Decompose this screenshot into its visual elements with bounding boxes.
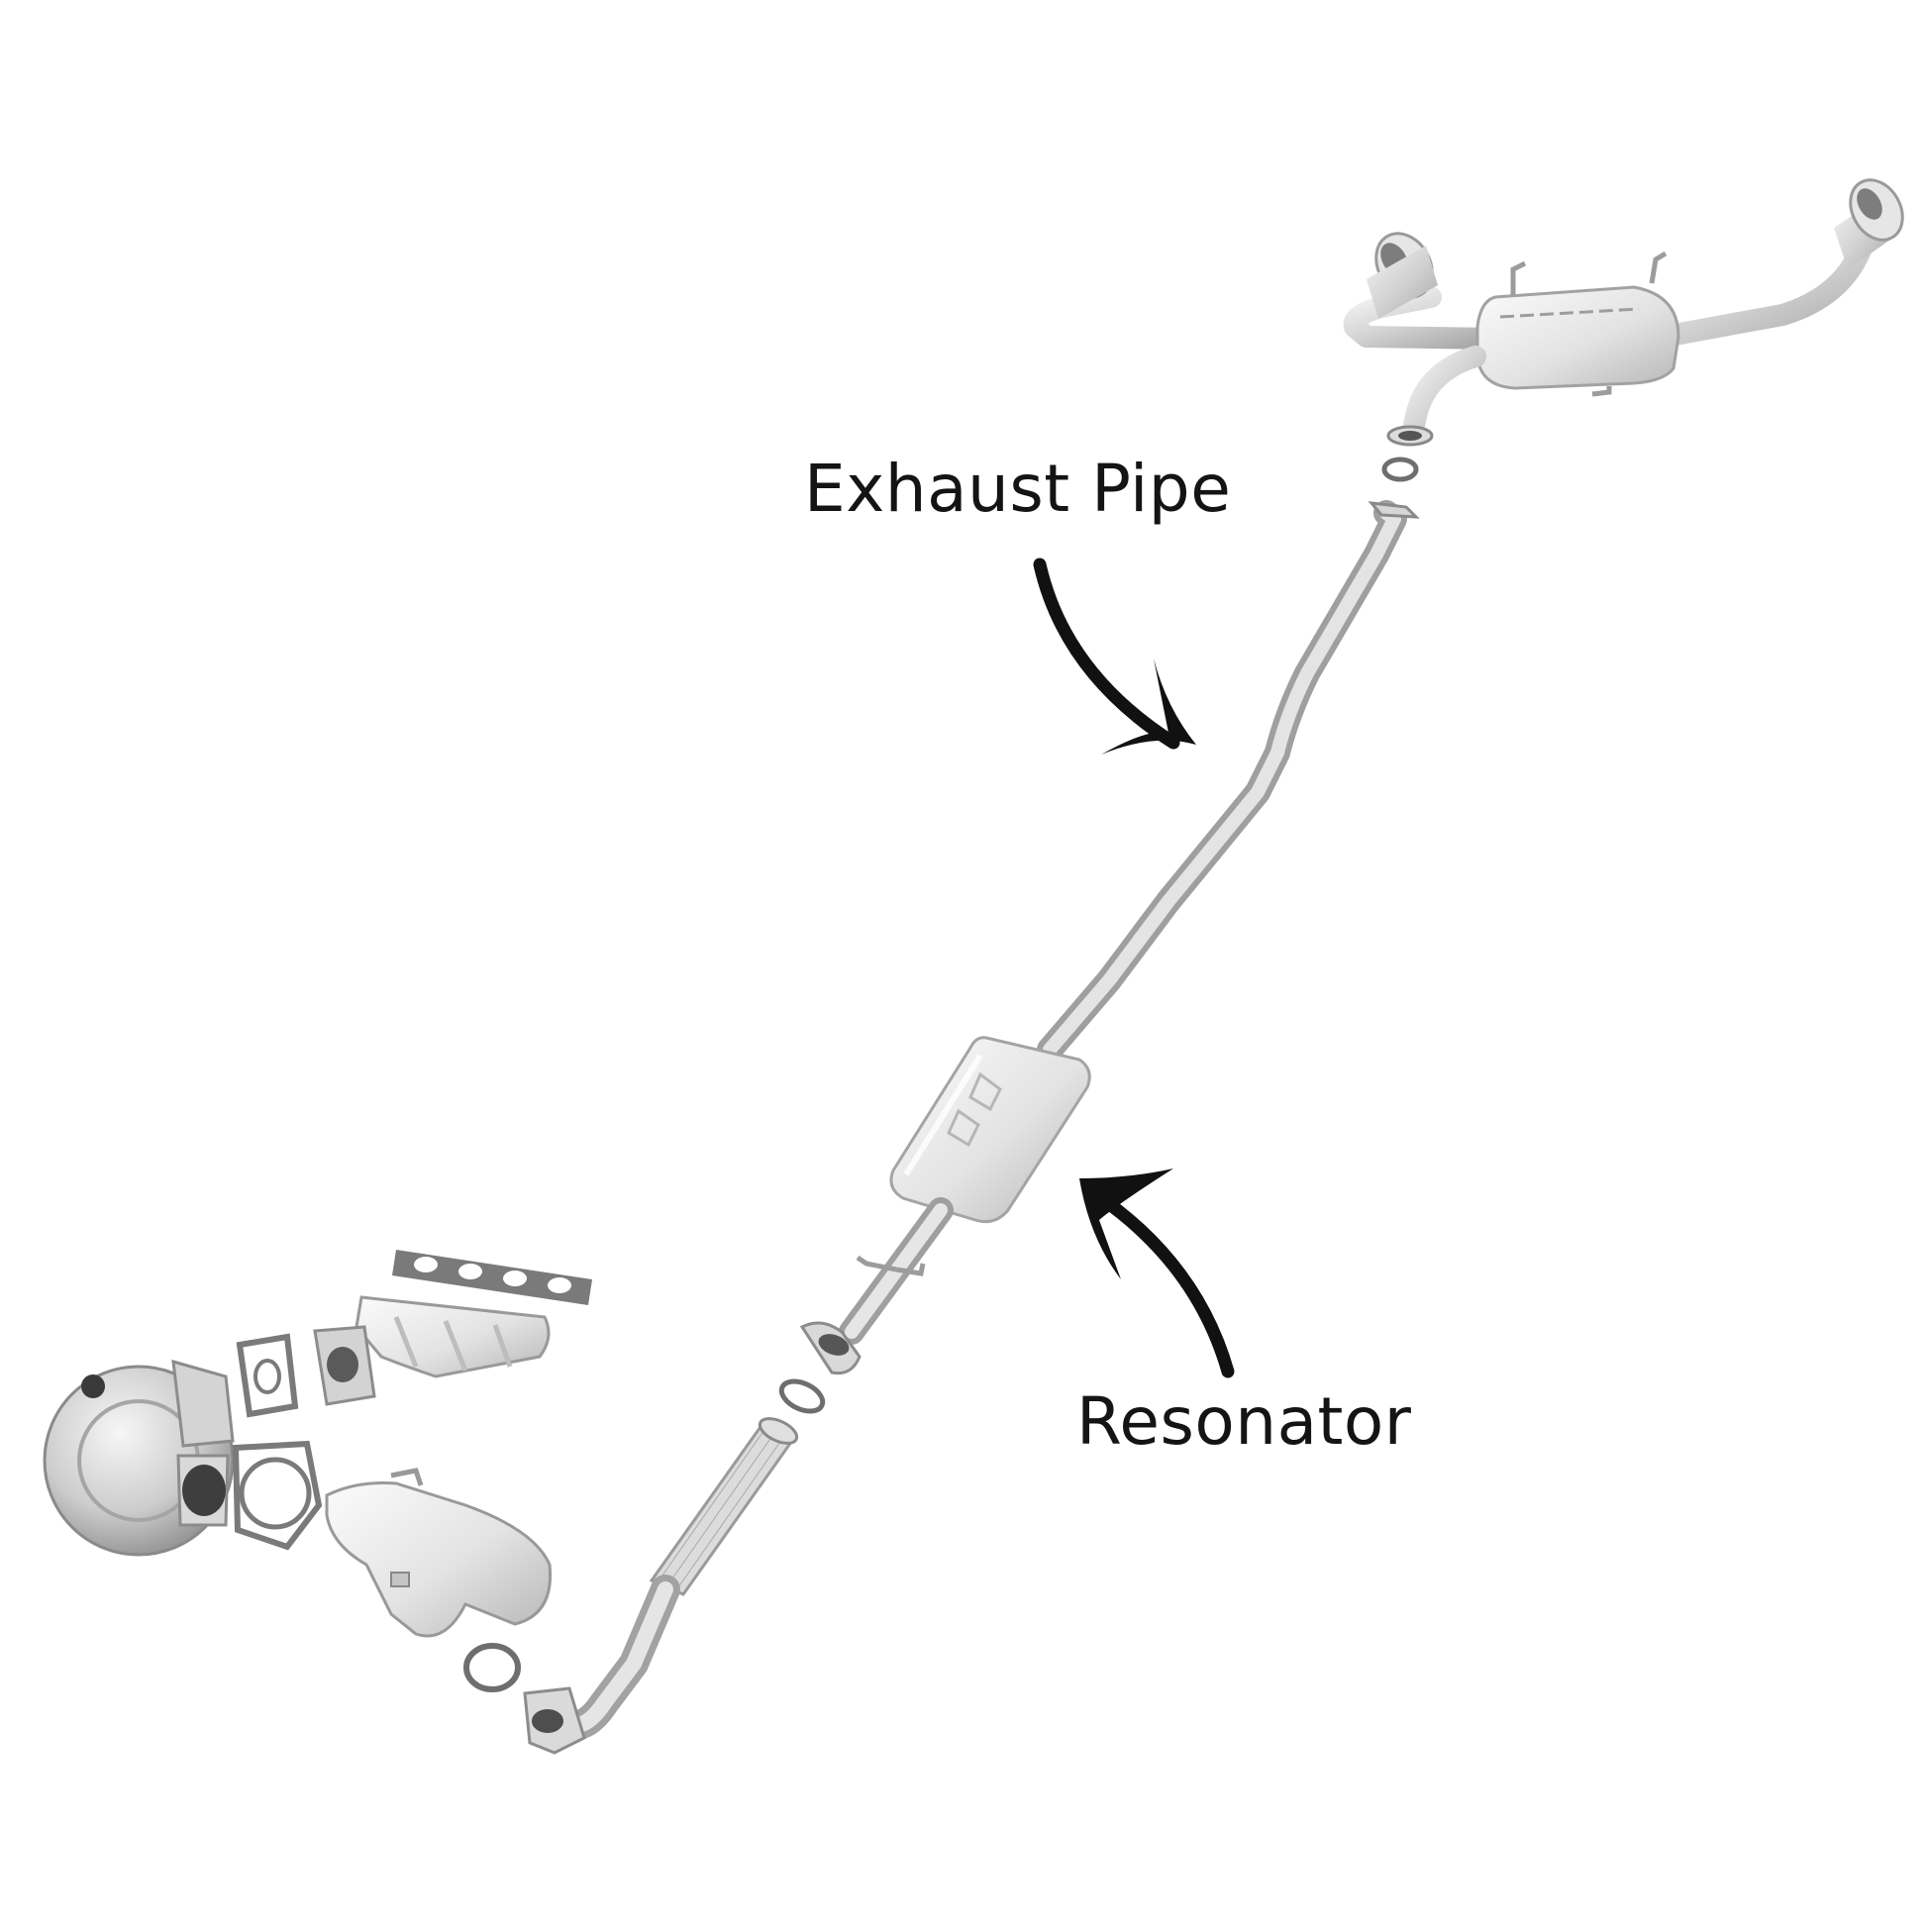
arrow-resonator [1079,1169,1235,1378]
gasket-muffler [1381,457,1419,482]
gasket-turbo-outlet [232,1440,323,1551]
flex-pipe [649,1417,799,1596]
resonator-outlet-pipe [799,1197,954,1375]
brand-mark-icon [947,1071,1002,1148]
gasket-flex-pipe [778,1378,826,1414]
resonator [889,1036,1091,1224]
rear-muffler [1475,285,1680,390]
arrow-exhaust-pipe [1033,558,1196,755]
exhaust-tip-right [1834,178,1904,269]
downpipe [523,1575,680,1755]
turbo-outlet-elbow [325,1468,553,1638]
gasket-downpipe [463,1643,521,1692]
exhaust-pipe-section [1037,500,1420,1063]
rear-muffler-assembly [1343,178,1904,447]
manifold-gasket [392,1250,592,1305]
exhaust-tip-left [1367,232,1438,319]
exhaust-pipe-label: Exhaust Pipe [804,451,1232,527]
gasket-turbo-inlet [236,1333,299,1418]
exhaust-manifold [313,1295,551,1406]
resonator-label: Resonator [1076,1383,1412,1460]
turbocharger [43,1359,235,1557]
